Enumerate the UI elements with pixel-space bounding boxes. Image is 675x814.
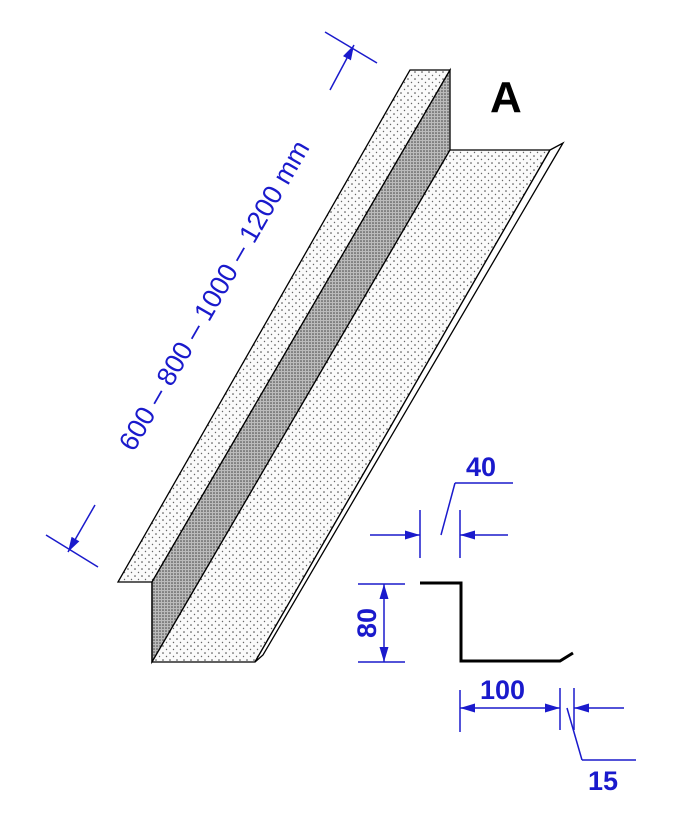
- dim-height: 80: [352, 608, 382, 638]
- section-profile: [420, 581, 574, 663]
- dim-top-flange: 40: [466, 452, 496, 482]
- section-view: 40 80 100 15: [352, 452, 636, 796]
- profile-label: A: [490, 73, 522, 122]
- lip-face: [254, 141, 565, 663]
- profile-3d-view: [116, 67, 565, 665]
- length-dimension: [45, 31, 378, 568]
- dim-bottom-flange: 100: [480, 675, 525, 705]
- dim-lip: 15: [588, 766, 618, 796]
